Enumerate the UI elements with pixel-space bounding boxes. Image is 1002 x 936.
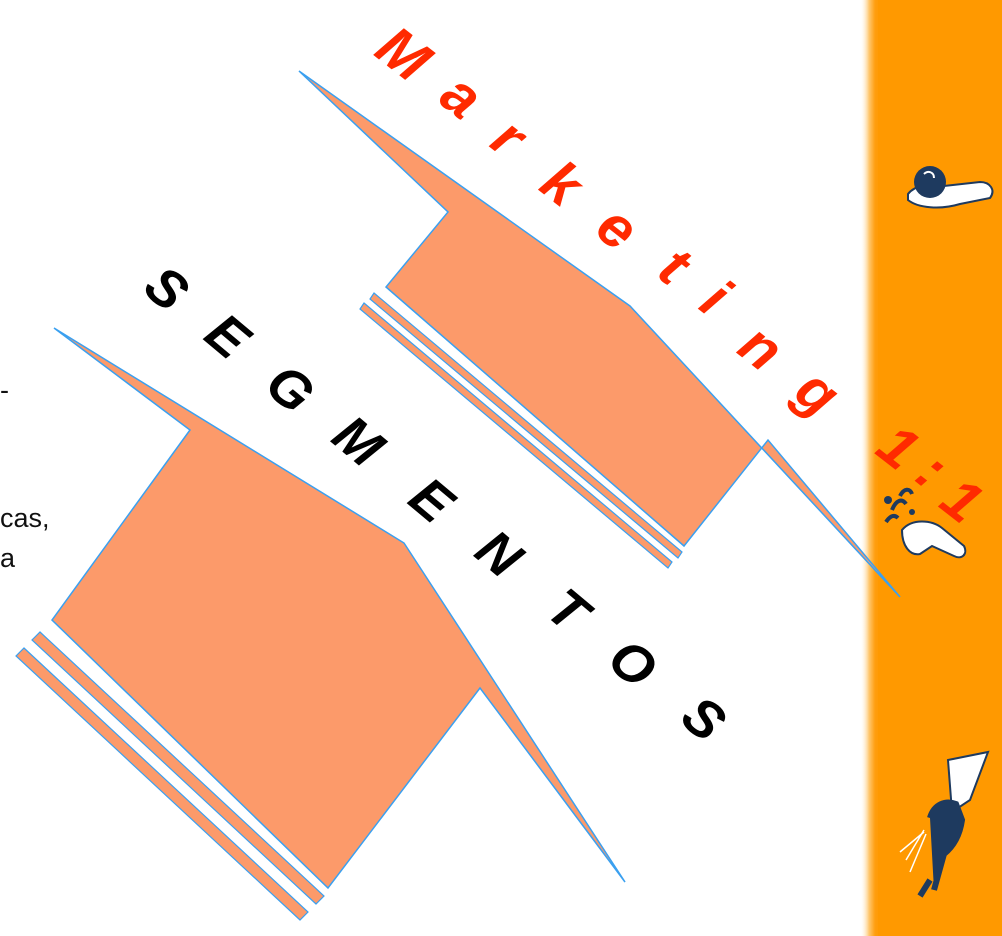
marketing-letter: t xyxy=(647,234,704,299)
upper-arrow-stripe-2 xyxy=(359,302,673,569)
segmentos-letter: S xyxy=(133,254,199,323)
upper-arrow-stripe-1 xyxy=(369,292,683,559)
segmentos-letter: E xyxy=(194,302,262,372)
segmentos-letter: M xyxy=(322,404,396,480)
text-fragment-cas: cas, xyxy=(0,503,50,533)
marketing-letter: a xyxy=(429,61,494,132)
segmentos-letter: G xyxy=(255,352,326,425)
segmentos-letter: E xyxy=(398,466,466,536)
hand-splash-icon xyxy=(884,487,967,559)
segmentos-letter: O xyxy=(597,627,668,700)
sidebar-gradient-edge xyxy=(860,0,880,936)
text-fragment-dash: - xyxy=(0,375,9,405)
text-fragment-a: a xyxy=(0,543,16,573)
segmentos-letter: T xyxy=(536,577,603,647)
marketing-letter: e xyxy=(585,192,650,263)
marketing-letter: M xyxy=(364,13,443,95)
lower-arrow xyxy=(15,327,626,921)
upper-arrow xyxy=(298,70,901,598)
lower-arrow-stripe-1 xyxy=(31,631,325,905)
marketing-letter: i xyxy=(689,267,743,329)
lower-arrow-stripe-2 xyxy=(15,647,309,921)
lower-arrow-body xyxy=(51,327,626,890)
segmentos-letter: S xyxy=(671,684,737,753)
segmentos-letter: N xyxy=(465,518,534,590)
hand-spray-bottle-icon xyxy=(899,750,990,898)
sidebar-band xyxy=(878,0,1002,936)
upper-arrow-body xyxy=(298,70,901,598)
marketing-letter: n xyxy=(727,311,795,384)
marketing-letter: r xyxy=(480,105,541,172)
marketing-letter: g xyxy=(783,355,852,429)
hand-holding-ball-icon xyxy=(907,166,994,209)
marketing-letter: k xyxy=(529,148,597,221)
